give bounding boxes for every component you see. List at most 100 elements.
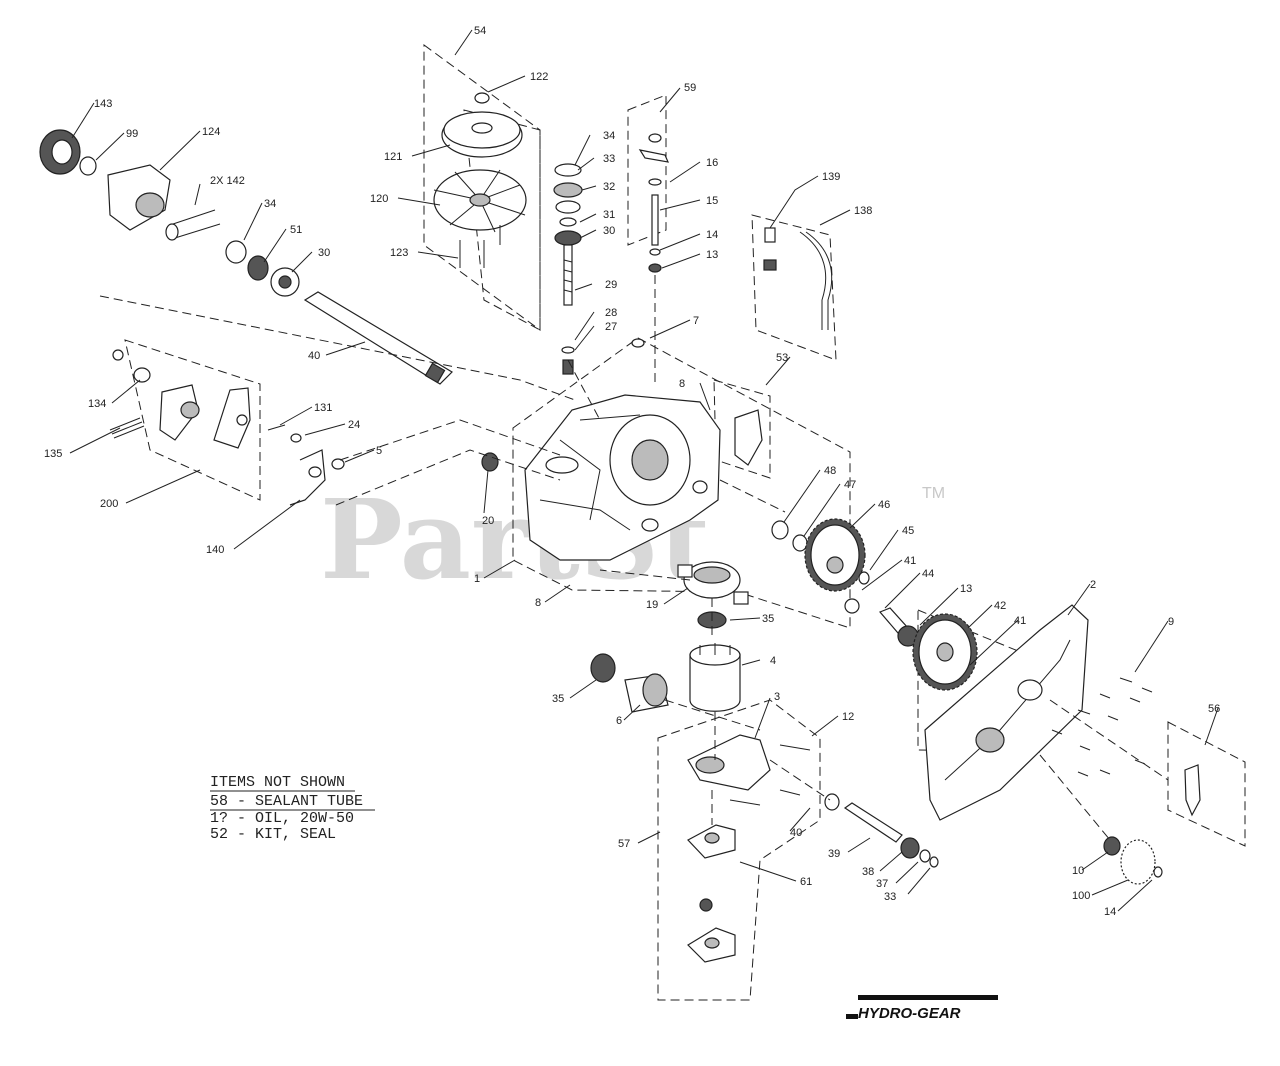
label-121: 121: [384, 151, 402, 163]
label-29: 29: [605, 279, 617, 291]
bracket-56: [1184, 764, 1201, 817]
label-13b: 13: [960, 583, 972, 595]
label-143: 143: [94, 98, 112, 110]
label-4: 4: [770, 655, 776, 667]
washer-99: [79, 156, 97, 176]
fan-120: [433, 169, 527, 233]
shaft-44: [878, 607, 919, 647]
label-10: 10: [1072, 865, 1084, 877]
notes-line-1: 58 - SEALANT TUBE: [210, 793, 363, 810]
panel-cover-group: [917, 609, 1041, 753]
label-48: 48: [824, 465, 836, 477]
hydro-gear-logo: HYDRO-GEAR: [846, 995, 998, 1022]
bolts-9: [1051, 677, 1153, 777]
label-19: 19: [646, 599, 658, 611]
shaft-stack-27-34: [553, 163, 583, 375]
label-32: 32: [603, 181, 615, 193]
side-cover-2: [924, 604, 1089, 821]
label-13a: 13: [706, 249, 718, 261]
label-131: 131: [314, 402, 332, 414]
label-38: 38: [862, 866, 874, 878]
panel-bypass-rod-group: [627, 94, 667, 246]
bolts-123: [459, 225, 501, 268]
callout-labels: 54 122 121 120 123 34 33 32 31 30 29 28 …: [44, 25, 1220, 918]
panel-brake-group: [124, 339, 261, 501]
label-6: 6: [616, 715, 622, 727]
bypass-rod-group: [638, 133, 669, 273]
label-12: 12: [842, 711, 854, 723]
label-57: 57: [618, 838, 630, 850]
nut-122: [474, 92, 490, 104]
label-100: 100: [1072, 890, 1090, 902]
center-section-3: [687, 734, 811, 806]
label-41b: 41: [1014, 615, 1026, 627]
panel-breather-group: [751, 214, 837, 361]
label-20: 20: [482, 515, 494, 527]
sprocket-group: [1103, 836, 1163, 885]
label-139: 139: [822, 171, 840, 183]
hub-124: [107, 164, 171, 231]
label-8b: 8: [535, 597, 541, 609]
label-30b: 30: [318, 247, 330, 259]
label-123: 123: [390, 247, 408, 259]
label-35b: 35: [552, 693, 564, 705]
label-14a: 14: [706, 229, 718, 241]
label-46: 46: [878, 499, 890, 511]
label-56: 56: [1208, 703, 1220, 715]
cylinder-block-4: [689, 643, 741, 712]
panel-sensor-group: [713, 379, 771, 479]
label-59: 59: [684, 82, 696, 94]
label-140: 140: [206, 544, 224, 556]
bearing-143: [39, 129, 81, 175]
bearing-51: [247, 255, 269, 281]
panel-lower-center-section: [657, 699, 821, 1001]
label-7: 7: [693, 315, 699, 327]
label-14b: 14: [1104, 906, 1116, 918]
label-39: 39: [828, 848, 840, 860]
label-28: 28: [605, 307, 617, 319]
motor-block-6: [624, 673, 669, 713]
bull-gear-42: [912, 613, 978, 691]
pins-142: [165, 209, 221, 241]
brand-text: HYDRO-GEAR: [858, 1005, 961, 1022]
label-9: 9: [1168, 616, 1174, 628]
pulley-121: [441, 111, 523, 158]
label-34a: 34: [603, 130, 615, 142]
notes-heading: ITEMS NOT SHOWN: [210, 774, 345, 791]
label-134: 134: [88, 398, 106, 410]
label-44: 44: [922, 568, 934, 580]
label-35a: 35: [762, 613, 774, 625]
label-2: 2: [1090, 579, 1096, 591]
bearing-30b: [270, 267, 300, 297]
bypass-arm-group: [267, 424, 345, 506]
label-33: 33: [603, 153, 615, 165]
notes-line-2: 1? - OIL, 20W-50: [210, 810, 354, 827]
label-142: 2X 142: [210, 175, 245, 187]
label-124: 124: [202, 126, 220, 138]
label-61: 61: [800, 876, 812, 888]
label-31: 31: [603, 209, 615, 221]
label-42: 42: [994, 600, 1006, 612]
label-16: 16: [706, 157, 718, 169]
leader-lines: [69, 29, 1219, 912]
notes-line-3: 52 - KIT, SEAL: [210, 826, 336, 843]
gear-group-46-48: [771, 518, 866, 592]
housing-main-1: [524, 394, 721, 561]
panel-right-bracket: [1167, 721, 1246, 847]
charge-pump-plates: [687, 824, 736, 963]
label-33b: 33: [884, 891, 896, 903]
label-51: 51: [290, 224, 302, 236]
ring-34b: [225, 240, 247, 264]
label-135: 135: [44, 448, 62, 460]
label-24: 24: [348, 419, 360, 431]
label-37: 37: [876, 878, 888, 890]
breather-group: [763, 227, 833, 330]
axle-shaft-40: [99, 291, 576, 401]
assembly-guides: [335, 275, 1169, 841]
label-99: 99: [126, 128, 138, 140]
label-40b: 40: [790, 827, 802, 839]
seal-20: [481, 452, 499, 472]
label-120: 120: [370, 193, 388, 205]
label-45: 45: [902, 525, 914, 537]
